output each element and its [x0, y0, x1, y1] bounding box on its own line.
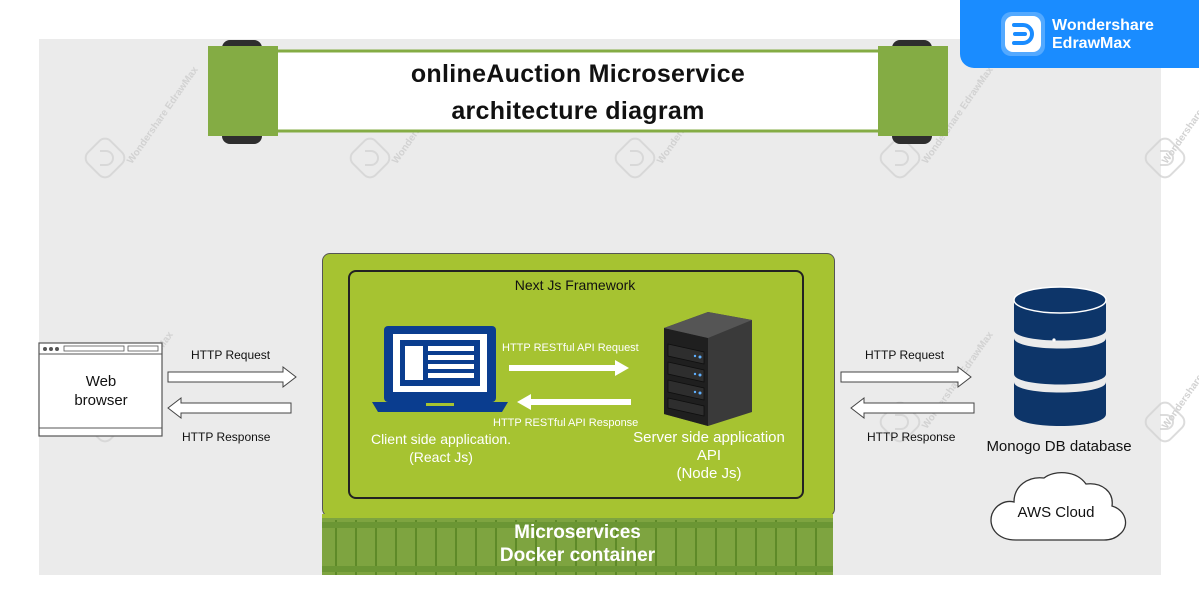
- watermark-text: Wondershare EdrawMax: [1160, 65, 1199, 167]
- container-line2: Docker container: [499, 545, 656, 566]
- web-browser-label: Web browser: [38, 372, 164, 410]
- browser-response-label: HTTP Response: [182, 430, 271, 444]
- db-request-arrow: [840, 365, 972, 389]
- web-browser-line1: Web: [85, 373, 117, 390]
- web-browser-line2: browser: [74, 392, 128, 409]
- internal-arrows: [509, 360, 631, 410]
- brand-badge[interactable]: Wondershare EdrawMax: [960, 0, 1199, 68]
- brand-name: Wondershare EdrawMax: [1052, 17, 1154, 53]
- db-response-label: HTTP Response: [867, 430, 956, 444]
- client-app-line2: (React Js): [409, 449, 473, 465]
- api-response-arrow: [517, 394, 631, 410]
- server-app-line3: (Node Js): [676, 465, 742, 482]
- db-response-arrow: [850, 396, 975, 420]
- db-request-label: HTTP Request: [865, 348, 945, 362]
- client-app-label: Client side application. (React Js): [352, 430, 530, 466]
- title-line1: onlineAuction Microservice: [410, 60, 746, 88]
- request-arrow: [167, 365, 297, 389]
- brand-line1: Wondershare: [1052, 17, 1154, 34]
- container-label: Microservices Docker container: [322, 521, 833, 567]
- api-response-label: HTTP RESTful API Response: [493, 417, 639, 429]
- browser-request-label: HTTP Request: [191, 348, 271, 362]
- api-request-arrow: [509, 360, 629, 376]
- cloud-icon: [990, 472, 1127, 541]
- page-title: onlineAuction Microservice architecture …: [278, 56, 878, 128]
- framework-label: Next Js Framework: [514, 277, 636, 293]
- title-banner: [208, 40, 948, 144]
- server-app-label: Server side application API (Node Js): [618, 429, 800, 483]
- database-icon: [1013, 286, 1107, 426]
- container-line1: Microservices: [514, 522, 641, 543]
- database-label: Monogo DB database: [986, 438, 1132, 455]
- container-base: [322, 514, 833, 575]
- web-browser-window: [38, 342, 163, 437]
- edrawmax-logo-icon: [1001, 12, 1045, 56]
- app-db-arrows: [840, 365, 975, 420]
- laptop-icon: [372, 326, 508, 412]
- client-app-line1: Client side application.: [370, 431, 512, 447]
- server-rack-icon: [664, 312, 752, 426]
- cloud-label: AWS Cloud: [1017, 504, 1095, 521]
- framework-box: [348, 270, 804, 499]
- api-request-label: HTTP RESTful API Request: [502, 342, 639, 354]
- server-app-line2: API: [696, 447, 722, 464]
- title-line2: architecture diagram: [451, 97, 705, 125]
- response-arrow: [167, 396, 292, 420]
- watermark-text: Wondershare EdrawMax: [1160, 330, 1199, 432]
- browser-app-arrows: [167, 365, 297, 420]
- brand-line2: EdrawMax: [1052, 35, 1132, 52]
- server-app-line1: Server side application: [633, 429, 785, 446]
